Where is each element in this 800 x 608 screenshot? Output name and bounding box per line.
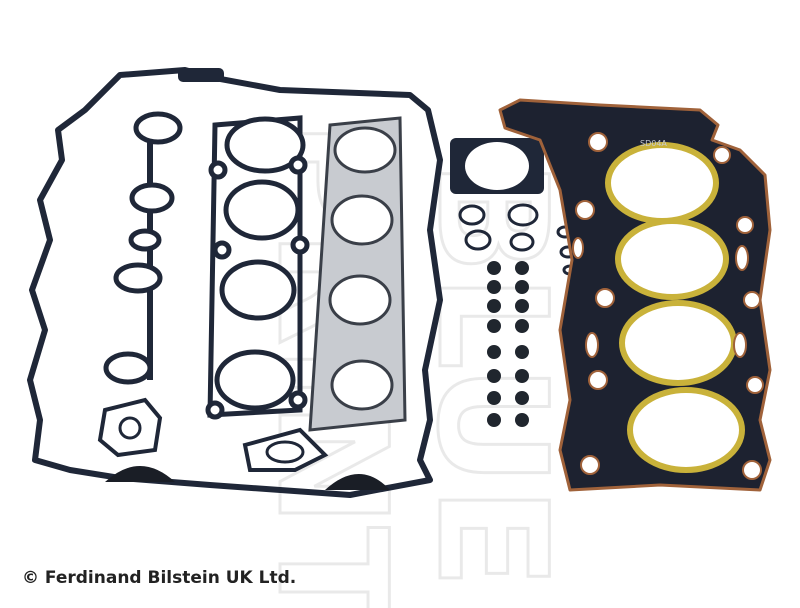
exhaust-manifold-gasket [308, 116, 407, 432]
head-gasket-code: SD04A [640, 139, 667, 148]
flange-gasket-hole [265, 440, 305, 464]
water-outlet-hole [118, 416, 142, 440]
half-moon-plug-left [105, 466, 175, 482]
copyright-notice: © Ferdinand Bilstein UK Ltd. [22, 568, 297, 588]
head-gasket-holes [572, 132, 764, 480]
head-gasket-bores [605, 142, 745, 473]
half-moon-plug-right [325, 474, 390, 490]
valve-stem-seals [487, 261, 529, 427]
valve-cover-gasket [27, 67, 443, 498]
plug-seal-strip [103, 111, 183, 385]
cylinder-head-gasket: SD04A [498, 98, 772, 492]
throttle-body-opening [465, 142, 529, 190]
valve-cover-tab [178, 68, 224, 82]
intake-manifold-gasket [205, 115, 310, 420]
